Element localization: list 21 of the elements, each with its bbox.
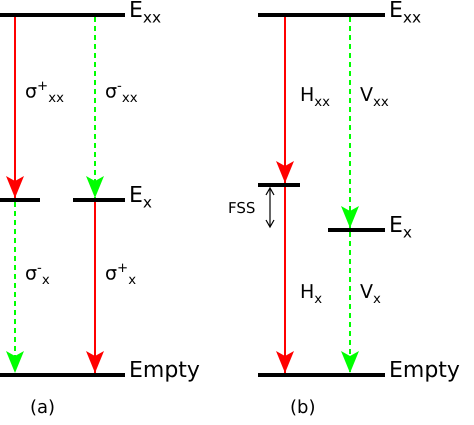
panel-label: (b)	[290, 398, 316, 418]
edge-label: V$_{x}$	[360, 282, 381, 308]
level-label: E$_{xx}$	[129, 0, 162, 26]
level-label: E$_{x}$	[389, 214, 412, 242]
arrow	[6, 17, 24, 198]
arrow	[276, 17, 294, 183]
edge-label: H$_{xx}$	[300, 85, 330, 110]
level-label: Empty	[389, 359, 460, 384]
arrow	[6, 202, 24, 373]
edge-label: H$_{x}$	[300, 282, 322, 308]
arrow	[341, 17, 359, 228]
dimension-label: FSS	[228, 200, 256, 216]
level-label: E$_{x}$	[129, 184, 152, 212]
edge-label: V$_{xx}$	[360, 85, 389, 110]
arrow	[276, 187, 294, 373]
arrow	[86, 202, 104, 373]
level-label: E$_{xx}$	[389, 0, 422, 26]
panel-label: (a)	[30, 398, 56, 418]
arrow	[341, 232, 359, 373]
arrow	[86, 17, 104, 198]
level-label: Empty	[129, 359, 200, 384]
